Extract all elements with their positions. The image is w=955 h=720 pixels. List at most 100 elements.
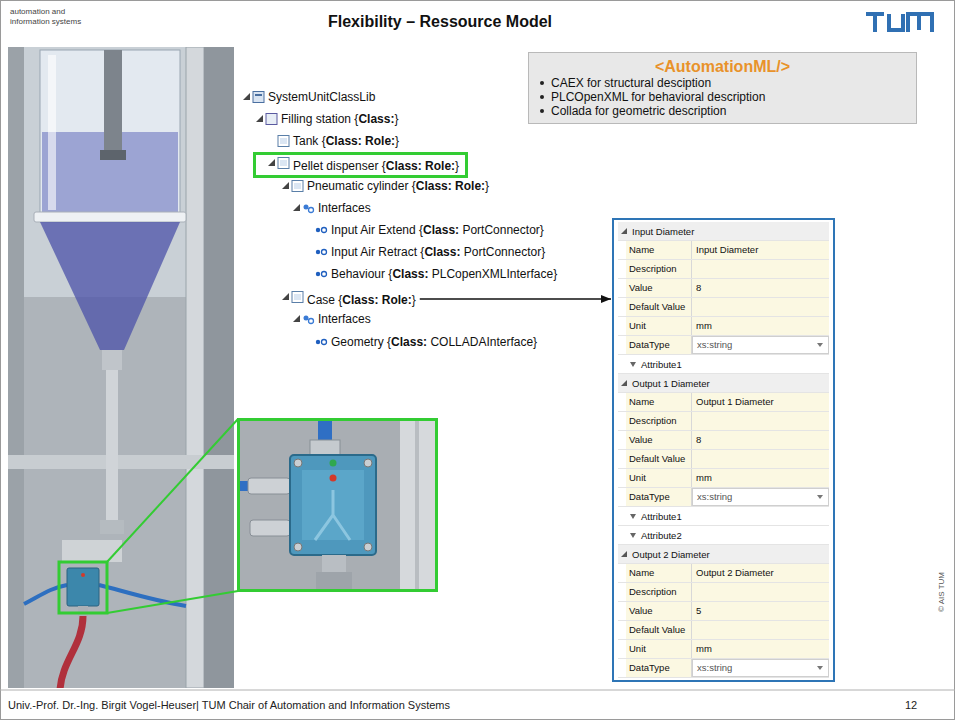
tree-item: Interfaces [318, 201, 371, 215]
text-run: SystemUnitClassLib [268, 90, 375, 104]
property-value: Output 2 Diameter [696, 567, 774, 578]
property-value: 8 [696, 434, 701, 445]
property-value: 8 [696, 282, 701, 293]
property-value: mm [696, 320, 712, 331]
panel-row: Value5 [618, 602, 829, 621]
property-name: Value [629, 605, 653, 616]
tree-item: Tank {Class: Role:} [293, 134, 399, 148]
property-name: Description [629, 415, 677, 426]
property-cell: Name [626, 393, 692, 411]
text-run: Class: [392, 267, 428, 281]
panel-row: Value 8 [618, 431, 829, 450]
row-gutter [618, 621, 626, 639]
text-run [422, 159, 425, 173]
row-gutter [618, 260, 626, 278]
footer-text: Univ.-Prof. Dr.-Ing. Birgit Vogel-Heuser… [8, 699, 450, 712]
property-name: DataType [629, 339, 670, 350]
text-run: Class: [391, 335, 427, 349]
text-run: Input Air Retract { [331, 245, 424, 259]
value-cell [692, 260, 829, 278]
expand-triangle [621, 228, 627, 234]
property-name: Name [629, 244, 654, 255]
property-cell: Unit [626, 469, 692, 487]
property-cell: Name [626, 241, 692, 259]
panel-row: Attribute2 [618, 526, 829, 545]
property-cell: Value [626, 279, 692, 297]
row-gutter [618, 450, 626, 468]
property-name: Description [629, 586, 677, 597]
panel-row: Input Diameter [618, 222, 829, 241]
text-run: Interfaces [318, 312, 371, 326]
property-name: Description [629, 263, 677, 274]
text-run: PortConnector} [460, 245, 545, 259]
group-header: Output 2 Diameter [632, 549, 710, 560]
tree-item: Behaviour {Class: PLCopenXMLInterface} [331, 267, 557, 281]
panel-row: Default Value [618, 621, 829, 640]
dropdown-arrow [817, 343, 823, 347]
tree-item: Geometry {Class: COLLADAInterface} [331, 335, 537, 349]
row-gutter [618, 241, 626, 259]
text-run: Class: [326, 134, 362, 148]
panel-row: Default Value [618, 450, 829, 469]
tree-item: Pneumatic cylinder {Class: Role:} [307, 179, 489, 193]
property-value: Output 1 Diameter [696, 396, 774, 407]
attribute-name: Attribute1 [641, 511, 682, 522]
property-name: Unit [629, 643, 646, 654]
tree-item-text: Pellet dispenser {Class: Role:} [293, 159, 459, 173]
property-cell: Value [626, 431, 692, 449]
value-cell [692, 298, 829, 316]
value-cell: 8 [692, 279, 829, 297]
text-run: Role: [382, 293, 412, 307]
text-run: Role: [425, 159, 455, 173]
bullet-item: Collada for geometric description [537, 104, 908, 118]
panel-row: Description [618, 260, 829, 279]
logo-text: <AutomationML/> [537, 57, 908, 76]
value-cell: 8 [692, 431, 829, 449]
text-run: COLLADAInterface} [427, 335, 537, 349]
row-gutter [618, 469, 626, 487]
text-run: Role: [455, 179, 485, 193]
group-header: Output 1 Diameter [632, 378, 710, 389]
property-value: Input Diameter [696, 244, 758, 255]
text-run [362, 134, 365, 148]
university-logo [866, 14, 932, 32]
row-gutter [618, 279, 626, 297]
highlight-frame [59, 562, 107, 613]
page-number: 12 [905, 699, 917, 712]
property-cell: Default Value [626, 621, 692, 639]
panel-row: Attribute1 [618, 507, 829, 526]
text-run: Class: [386, 159, 422, 173]
text-run: Behaviour { [331, 267, 392, 281]
property-name: Default Value [629, 624, 685, 635]
footer-rule [0, 690, 955, 691]
text-run: Class: [342, 293, 378, 307]
tree-item-text: Case {Class: Role:} [307, 293, 416, 307]
bullet-item: CAEX for structural desciption [537, 76, 908, 90]
value-cell [692, 450, 829, 468]
property-cell: Description [626, 412, 692, 430]
tree-node: Case {Class: Role:} [307, 290, 416, 308]
panel-row: Description [618, 412, 829, 431]
group-header: Input Diameter [632, 226, 694, 237]
property-cell: Description [626, 260, 692, 278]
value-cell: xs:string [692, 659, 829, 677]
property-name: Unit [629, 472, 646, 483]
station-photo [8, 47, 234, 688]
row-gutter [618, 640, 626, 658]
zoom-line [107, 419, 238, 562]
bullet-dot [540, 81, 544, 85]
bullet-text: CAEX for structural desciption [551, 76, 711, 90]
property-cell: Unit [626, 317, 692, 335]
value-cell: xs:string [692, 488, 829, 506]
text-run: Pneumatic cylinder { [307, 179, 416, 193]
property-cell: DataType [626, 488, 692, 506]
value-cell: mm [692, 469, 829, 487]
property-value: xs:string [697, 491, 732, 502]
row-gutter [618, 412, 626, 430]
tree-item: SystemUnitClassLib [268, 90, 375, 104]
panel-row: NameOutput 2 Diameter [618, 564, 829, 583]
bullet-dot [540, 95, 544, 99]
collapse-triangle [630, 533, 636, 538]
text-run: } [412, 293, 416, 307]
property-cell: Description [626, 583, 692, 601]
